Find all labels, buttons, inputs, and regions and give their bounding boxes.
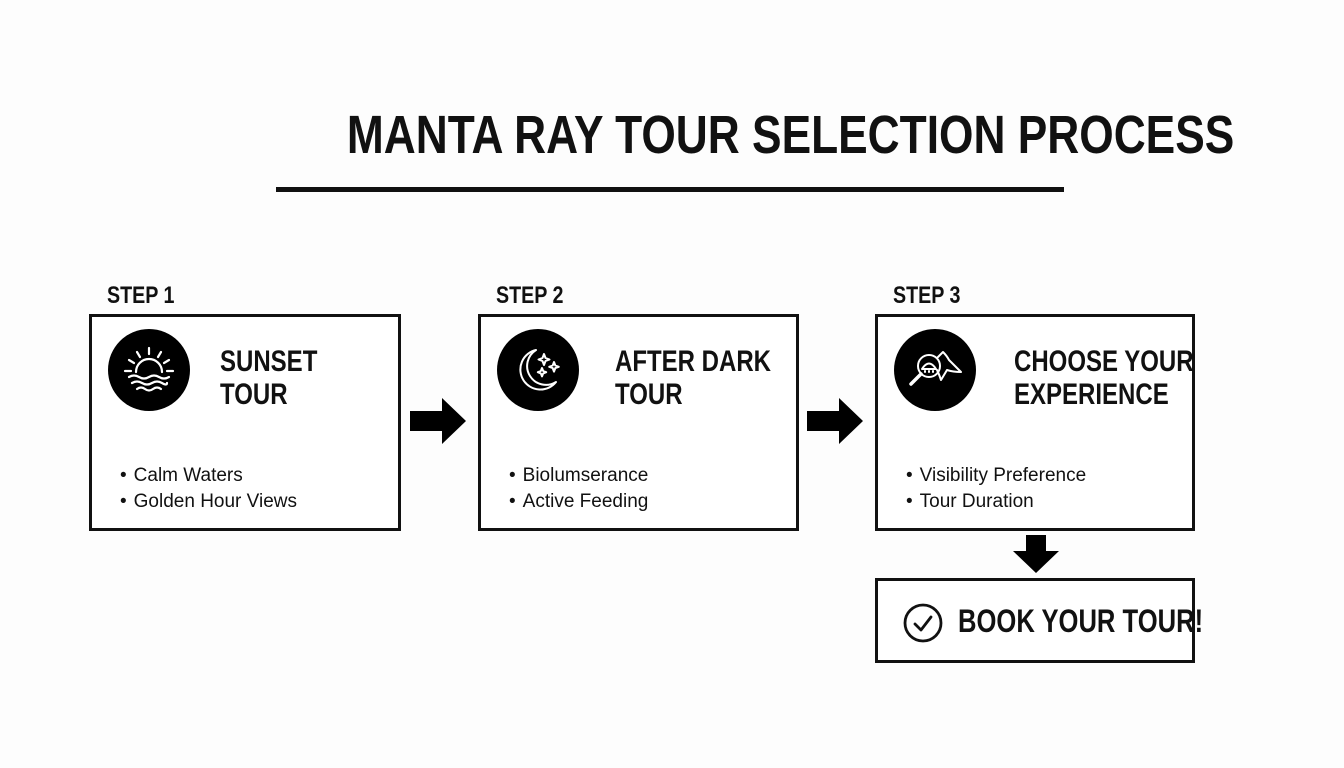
step-3-title: CHOOSE YOUR EXPERIENCE — [1014, 345, 1194, 411]
step-2-label: STEP 2 — [496, 282, 564, 309]
book-your-tour-button[interactable]: BOOK YOUR TOUR! — [875, 578, 1203, 663]
step-1-bullets: Calm Waters Golden Hour Views — [120, 463, 297, 515]
moon-stars-icon — [497, 329, 579, 411]
step-2-bullets: Biolumserance Active Feeding — [509, 463, 649, 515]
bullet-item: Active Feeding — [509, 489, 649, 515]
bullet-item: Visibility Preference — [906, 463, 1087, 489]
bullet-item: Tour Duration — [906, 489, 1086, 515]
step-3-bullets: Visibility Preference Tour Duration — [906, 463, 1087, 515]
step-1-card: SUNSET TOUR Calm Waters Golden Hour View… — [89, 314, 401, 531]
arrow-right-icon — [807, 398, 863, 444]
bullet-item: Biolumserance — [509, 463, 649, 489]
step-2-card: AFTER DARK TOUR Biolumserance Active Fee… — [478, 314, 799, 531]
arrow-right-icon — [410, 398, 466, 444]
page-title: MANTA RAY TOUR SELECTION PROCESS — [346, 105, 1235, 165]
title-underline — [276, 187, 1064, 192]
step-1-label: STEP 1 — [107, 282, 175, 309]
bullet-item: Calm Waters — [120, 463, 297, 489]
sunset-icon — [108, 329, 190, 411]
step-2-title: AFTER DARK TOUR — [615, 345, 771, 411]
step-3-card: CHOOSE YOUR EXPERIENCE Visibility Prefer… — [875, 314, 1195, 531]
book-your-tour-label: BOOK YOUR TOUR! — [958, 603, 1204, 639]
bullet-item: Golden Hour Views — [120, 489, 297, 515]
step-1-title: SUNSET TOUR — [220, 345, 318, 411]
arrow-down-icon — [1013, 535, 1059, 573]
check-circle-icon — [903, 603, 943, 643]
manta-search-icon — [894, 329, 976, 411]
step-3-label: STEP 3 — [893, 282, 961, 309]
